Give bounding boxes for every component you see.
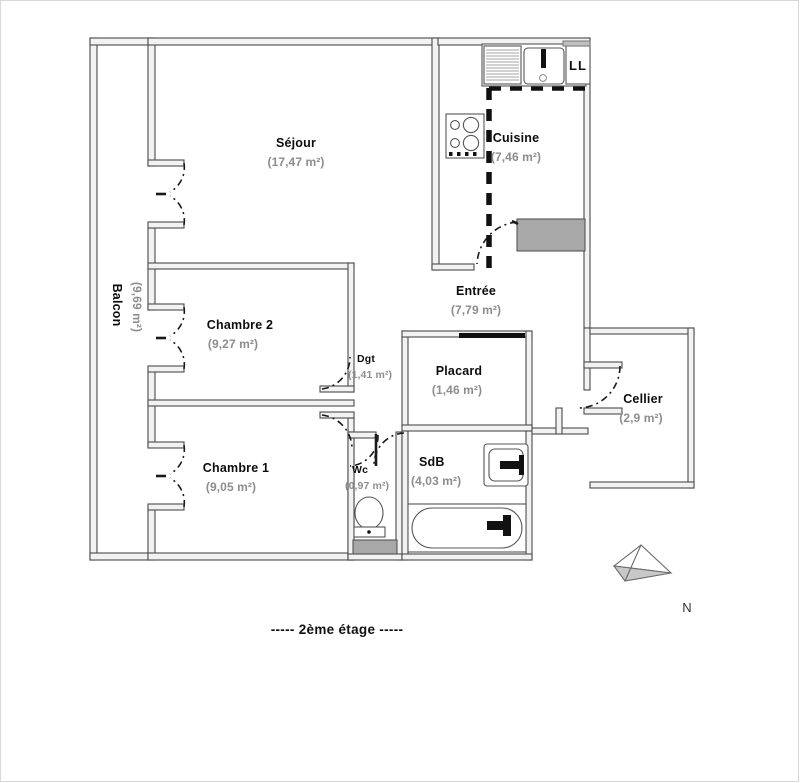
stove-burner-1	[450, 120, 460, 130]
wall-entree-bottom-stub	[431, 263, 475, 271]
wc-duct-block	[352, 539, 398, 555]
placard-shelf-bar	[459, 333, 525, 338]
kitchen-faucet-icon	[541, 49, 546, 68]
compass-lower-blade	[612, 565, 672, 582]
doors-group	[156, 162, 621, 508]
compass-north-label: N	[682, 600, 691, 615]
room-label-balcon-name: Balcon	[110, 284, 124, 327]
room-label-sejour-name: Séjour	[276, 136, 316, 150]
room-label-cellier-area: (2,9 m²)	[619, 411, 662, 425]
room-label-dgt-area: (1,41 m²)	[348, 369, 392, 381]
stove-knobs	[449, 152, 477, 156]
wall-sejour-chambre2	[147, 262, 355, 270]
room-label-sdb-name: SdB	[419, 455, 445, 469]
wall-jamb-ch2-top	[147, 303, 185, 311]
wall-jamb-ch1-bottom	[147, 503, 185, 511]
wall-placard-bottom	[401, 424, 533, 432]
wall-jamb-cellier-top	[583, 361, 623, 369]
room-label-sejour-area: (17,47 m²)	[267, 155, 324, 169]
room-label-dgt-name: Dgt	[357, 353, 375, 365]
room-label-chambre1-name: Chambre 1	[203, 461, 269, 475]
wall-balcony-bottom	[89, 552, 151, 561]
door-arc-chambre2-dgt	[321, 356, 351, 390]
room-label-cuisine-name: Cuisine	[493, 131, 540, 145]
door-arc-sejour-bottom	[169, 195, 186, 226]
wall-balcony-outer-left	[89, 37, 98, 561]
door-arc-ch1-bottom	[169, 477, 186, 508]
wall-jamb-ch2-bottom	[147, 365, 185, 373]
room-label-balcon-area: (9,69 m²)	[130, 282, 144, 332]
wall-cellier-right	[687, 327, 695, 489]
toilet-flush-icon	[367, 530, 371, 534]
bathtub-faucet-icon	[487, 521, 511, 530]
wall-jamb-sejour-top	[147, 159, 185, 167]
room-label-chambre1-area: (9,05 m²)	[206, 480, 256, 494]
room-label-cellier-name: Cellier	[623, 392, 663, 406]
wall-jamb-cellier-bottom	[583, 407, 623, 415]
wall-balcony-inner-1	[147, 37, 156, 167]
door-arc-sejour-top	[169, 162, 186, 193]
wall-chambre2-chambre1	[147, 399, 355, 407]
wall-balcony-top	[89, 37, 151, 46]
door-arc-entree	[476, 221, 518, 265]
walls-group	[89, 37, 695, 561]
wall-entree-right-lower	[583, 327, 591, 391]
compass-north-arrow-icon	[612, 544, 673, 582]
wall-sdb-bottom	[401, 553, 533, 561]
room-label-placard-name: Placard	[436, 364, 483, 378]
door-arc-ch1-top	[169, 444, 186, 475]
room-label-chambre2-area: (9,27 m²)	[208, 337, 258, 351]
bathtub-icon	[411, 507, 523, 549]
stove-burner-4	[462, 134, 480, 152]
washing-machine-top	[562, 40, 591, 47]
door-leaf-entree	[511, 219, 519, 226]
wall-wc-bottom	[347, 553, 403, 561]
washing-machine-label: LL	[569, 58, 587, 73]
wall-top-sejour	[147, 37, 439, 46]
toilet-bowl-icon	[354, 496, 384, 530]
kitchen-sink-drain	[539, 74, 547, 82]
room-label-sdb-area: (4,03 m²)	[411, 474, 461, 488]
washbasin-faucet-icon	[500, 461, 524, 469]
wall-corridor-nub	[555, 407, 563, 435]
floor-caption: ----- 2ème étage -----	[271, 622, 404, 637]
bathtub-tap-icon	[503, 515, 511, 536]
wall-cellier-top	[589, 327, 695, 335]
washbasin-tap-icon	[519, 455, 524, 475]
door-arc-sdb	[373, 432, 405, 467]
stove-burner-3	[450, 138, 460, 148]
stove-burner-2	[462, 116, 480, 134]
door-arc-ch2-bottom	[169, 339, 186, 370]
wall-balcony-inner-3	[147, 369, 156, 447]
wall-sejour-entree	[431, 37, 440, 271]
wall-chambre2-dgt	[347, 262, 355, 393]
wall-jamb-dgt-a	[319, 385, 355, 393]
refrigerator-stripes	[486, 49, 519, 81]
kitchen-fixtures-group: LL	[445, 40, 591, 159]
room-label-chambre2-name: Chambre 2	[207, 318, 273, 332]
room-label-placard-area: (1,46 m²)	[432, 383, 482, 397]
wall-jamb-sejour-bottom	[147, 221, 185, 229]
room-label-entree-area: (7,79 m²)	[451, 303, 501, 317]
wall-placard-left	[401, 330, 409, 432]
wall-placard-right	[525, 330, 533, 432]
wall-wc-top	[347, 431, 377, 439]
entree-closet-block	[516, 218, 586, 252]
wall-jamb-ch1-top	[147, 441, 185, 449]
door-arc-chambre1-dgt	[321, 414, 353, 450]
room-label-entree-name: Entrée	[456, 284, 496, 298]
wall-sdb-left	[401, 430, 409, 561]
washing-machine-icon	[565, 45, 591, 85]
wall-cellier-bottom	[589, 481, 695, 489]
wall-bottom-left	[147, 552, 354, 561]
door-arc-wc	[349, 434, 379, 467]
compass-axis	[624, 544, 642, 582]
door-arc-ch2-top	[169, 306, 186, 337]
bathroom-fixtures-group	[352, 443, 529, 555]
wall-balcony-inner-4	[147, 507, 156, 561]
wall-jamb-dgt-b	[319, 411, 355, 419]
room-label-cuisine-area: (7,46 m²)	[491, 150, 541, 164]
